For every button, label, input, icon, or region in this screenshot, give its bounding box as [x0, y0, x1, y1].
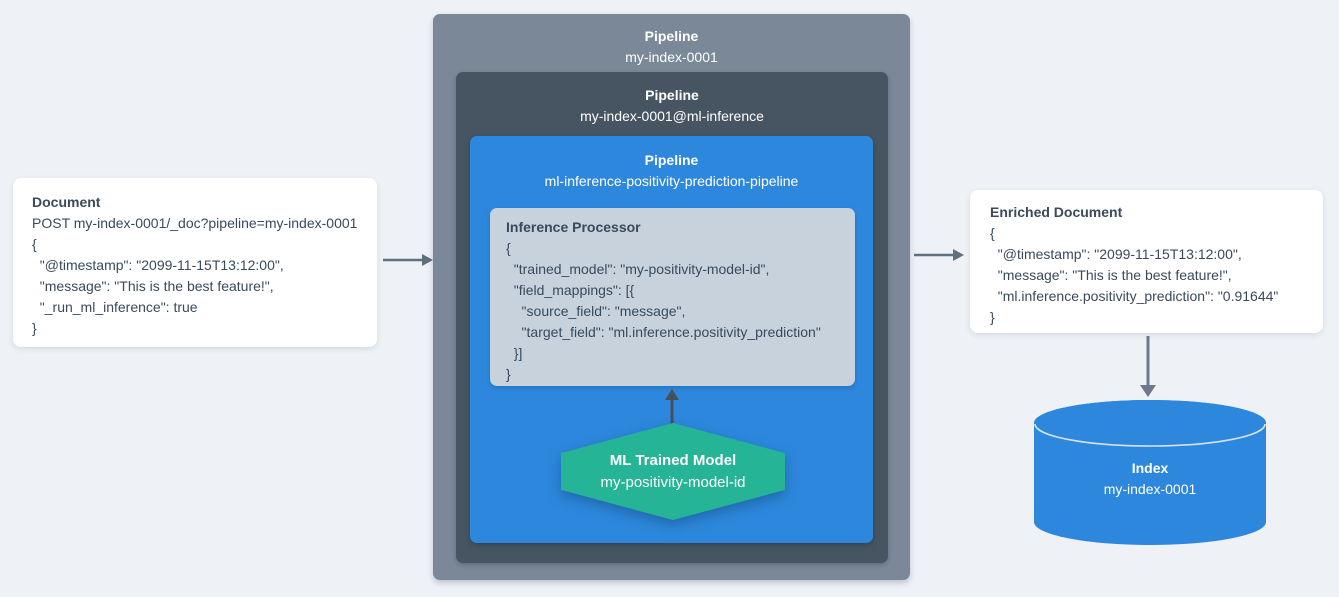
- code-line: }: [506, 366, 511, 382]
- code-line: {: [506, 240, 511, 256]
- code-line: "trained_model": "my-positivity-model-id…: [506, 261, 770, 277]
- arrow-right-icon: [914, 249, 964, 261]
- code-line: "_run_ml_inference": true: [32, 299, 198, 315]
- code-line: "message": "This is the best feature!",: [32, 278, 274, 294]
- code-line: POST my-index-0001/_doc?pipeline=my-inde…: [32, 215, 358, 231]
- index-labels: Index my-index-0001: [1034, 458, 1266, 500]
- code-line: }]: [506, 345, 523, 361]
- pipeline-label: Pipeline: [644, 28, 699, 44]
- code-line: "target_field": "ml.inference.positivity…: [506, 324, 821, 340]
- pipeline-label: Pipeline: [645, 87, 699, 103]
- pipeline-name: ml-inference-positivity-prediction-pipel…: [544, 173, 799, 189]
- code-line: "source_field": "message",: [506, 303, 686, 319]
- code-line: "@timestamp": "2099-11-15T13:12:00",: [32, 257, 284, 273]
- ml-trained-model-hexagon: ML Trained Model my-positivity-model-id: [561, 423, 785, 520]
- code-line: }: [990, 309, 995, 325]
- code-line: "field_mappings": [{: [506, 282, 635, 298]
- code-line: "@timestamp": "2099-11-15T13:12:00",: [990, 246, 1242, 262]
- pipeline-inference-header: Pipeline ml-inference-positivity-predict…: [470, 136, 873, 192]
- hexagon-shape: ML Trained Model my-positivity-model-id: [561, 423, 785, 520]
- inference-processor-card: Inference Processor { "trained_model": "…: [490, 208, 855, 386]
- inference-processor-title: Inference Processor: [506, 219, 641, 235]
- pipeline-outer-header: Pipeline my-index-0001: [433, 14, 910, 68]
- code-line: "ml.inference.positivity_prediction": "0…: [990, 288, 1279, 304]
- code-line: {: [990, 225, 995, 241]
- document-title: Document: [32, 194, 101, 210]
- arrow-up-icon: [665, 389, 679, 424]
- cylinder-shape: [1034, 400, 1266, 545]
- pipeline-name: my-index-0001: [625, 49, 718, 65]
- code-line: "message": "This is the best feature!",: [990, 267, 1232, 283]
- enriched-document-card: Enriched Document { "@timestamp": "2099-…: [970, 190, 1323, 333]
- index-title: Index: [1131, 460, 1169, 476]
- document-card: Document POST my-index-0001/_doc?pipelin…: [13, 178, 377, 347]
- enriched-document-title: Enriched Document: [990, 204, 1123, 220]
- pipeline-label: Pipeline: [644, 152, 699, 168]
- ml-model-name: my-positivity-model-id: [600, 473, 746, 491]
- pipeline-name: my-index-0001@ml-inference: [580, 108, 764, 124]
- pipeline-ml-header: Pipeline my-index-0001@ml-inference: [456, 72, 888, 127]
- code-line: {: [32, 236, 37, 252]
- ml-model-title: ML Trained Model: [609, 451, 737, 469]
- index-cylinder: Index my-index-0001: [1034, 400, 1266, 546]
- pipeline-ml-inference-box: Pipeline my-index-0001@ml-inference Pipe…: [456, 72, 888, 563]
- index-name: my-index-0001: [1103, 481, 1197, 497]
- arrow-down-icon: [1140, 336, 1156, 397]
- pipeline-outer-box: Pipeline my-index-0001 Pipeline my-index…: [433, 14, 910, 580]
- arrow-right-icon: [383, 254, 433, 266]
- code-line: }: [32, 320, 37, 336]
